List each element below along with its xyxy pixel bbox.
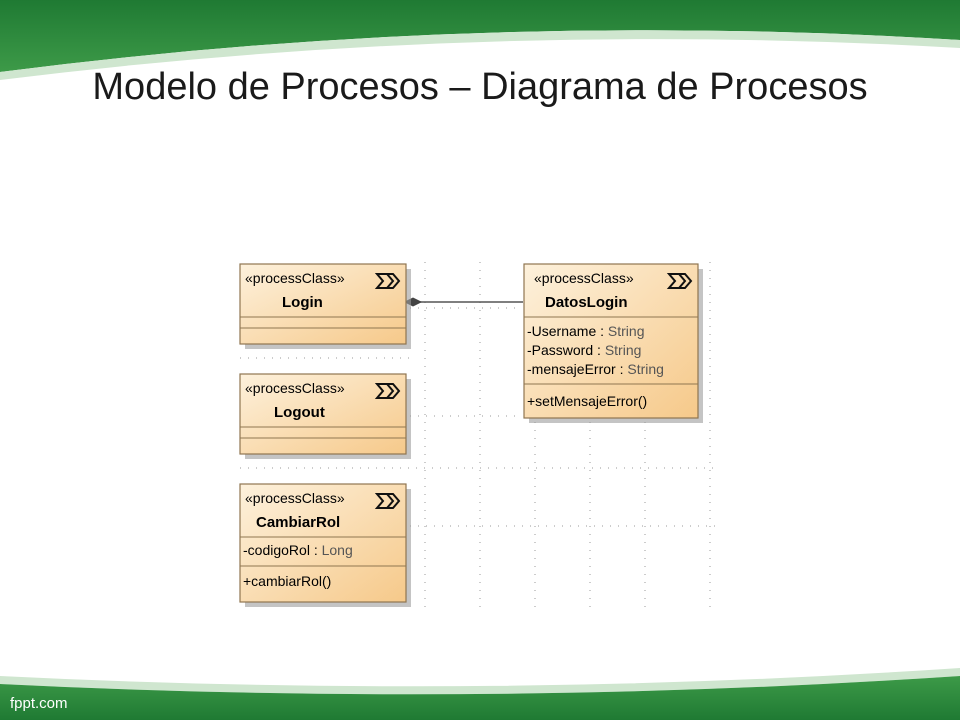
class-name: DatosLogin bbox=[545, 294, 628, 311]
class-name: Login bbox=[282, 294, 323, 311]
attribute-row: -codigoRol : Long bbox=[243, 542, 353, 558]
class-name: Logout bbox=[274, 404, 325, 421]
slide-title: Modelo de Procesos – Diagrama de Proceso… bbox=[92, 66, 868, 108]
composition-relation bbox=[403, 297, 523, 307]
stereotype-label: «processClass» bbox=[534, 270, 634, 286]
operation-row: +setMensajeError() bbox=[527, 393, 647, 409]
class-name: CambiarRol bbox=[256, 514, 340, 531]
process-chevron-icon bbox=[374, 383, 401, 399]
process-chevron-icon bbox=[374, 493, 401, 509]
class-datoslogin[interactable]: «processClass» DatosLogin -Username : St… bbox=[523, 263, 703, 423]
bottom-band-highlight bbox=[0, 668, 960, 695]
operation-row: +cambiarRol() bbox=[243, 573, 331, 589]
class-cambiarrol[interactable]: «processClass» CambiarRol -codigoRol : L… bbox=[239, 483, 411, 607]
top-band-highlight bbox=[0, 30, 960, 80]
footer-brand: fppt.com bbox=[10, 695, 68, 712]
process-chevron-icon bbox=[666, 273, 693, 289]
process-chevron-icon bbox=[374, 273, 401, 289]
uml-diagram-canvas: «processClass» Login «processClass» Dato… bbox=[239, 262, 720, 607]
class-login[interactable]: «processClass» Login bbox=[239, 263, 411, 349]
uml-diagram: «processClass» Login «processClass» Dato… bbox=[230, 252, 720, 612]
bottom-band bbox=[0, 676, 960, 720]
stereotype-label: «processClass» bbox=[245, 490, 345, 506]
attribute-row: -Password : String bbox=[527, 342, 641, 358]
top-band bbox=[0, 0, 960, 72]
stereotype-label: «processClass» bbox=[245, 380, 345, 396]
attribute-row: -Username : String bbox=[527, 323, 645, 339]
attribute-row: -mensajeError : String bbox=[527, 361, 664, 377]
class-logout[interactable]: «processClass» Logout bbox=[239, 373, 411, 459]
stereotype-label: «processClass» bbox=[245, 270, 345, 286]
grid bbox=[240, 262, 720, 607]
